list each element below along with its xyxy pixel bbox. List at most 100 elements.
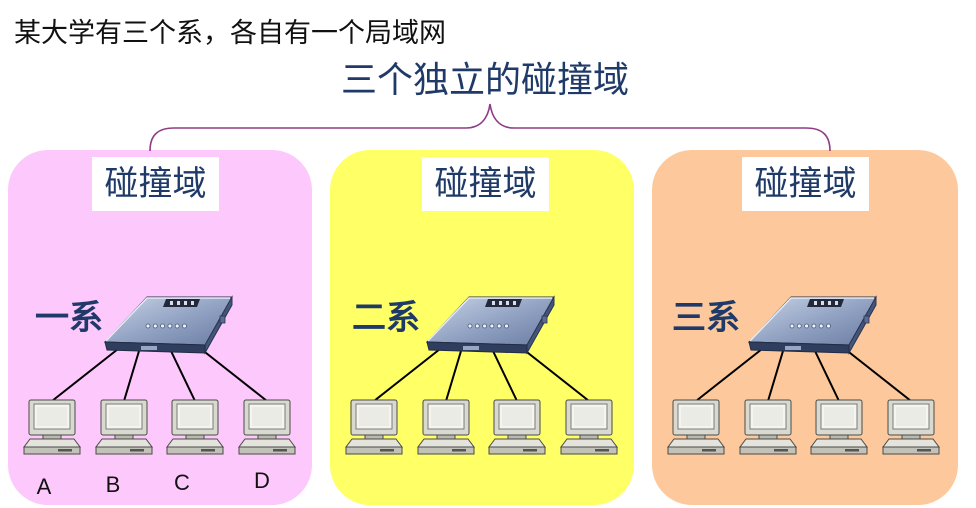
hub-display-mark [506, 301, 509, 305]
hub-port-led [789, 323, 795, 329]
link-line [51, 348, 119, 402]
link-line [123, 350, 140, 402]
lan-topology [345, 295, 618, 455]
hub-port-led [174, 323, 180, 329]
pc-stand [185, 434, 205, 440]
hub-port-led [796, 323, 802, 329]
pc-icon [560, 399, 618, 455]
pc-drive-slot [380, 449, 394, 452]
pc-screen-inner [574, 407, 604, 426]
pc-icon [810, 399, 868, 455]
hub-display-mark [814, 301, 817, 305]
hub-icon [425, 295, 555, 355]
pc-screen-inner [180, 407, 210, 426]
pc-icon [882, 399, 940, 455]
pc-stand [686, 434, 706, 440]
curly-brace [149, 103, 831, 152]
hub-edge-highlight [427, 297, 552, 342]
pc-drive-slot [917, 449, 931, 452]
pc-screen-inner [109, 407, 139, 426]
pc-stand [758, 434, 778, 440]
pc-drive-slot [845, 449, 859, 452]
hub-port-led [160, 323, 166, 329]
pc-base-front [417, 446, 475, 455]
hub-display-mark [513, 301, 516, 305]
hub-port-led [811, 323, 817, 329]
collision-domain-panel-1: 碰撞域 一系 A B C D [8, 150, 312, 505]
pc-screen-inner [681, 407, 711, 426]
pc-base-front [345, 446, 403, 455]
pc-base-top [488, 438, 546, 448]
pc-stand [257, 434, 277, 440]
hub-front-port [463, 346, 479, 350]
pc-drive-slot [523, 449, 537, 452]
hub-port-led [167, 323, 173, 329]
hub-port-led [818, 323, 824, 329]
pc-stand [42, 434, 62, 440]
lan-topology [23, 295, 296, 455]
hub-front-port [141, 346, 157, 350]
hub-display-mark [191, 301, 194, 305]
pc-stand [901, 434, 921, 440]
pc-stand [829, 434, 849, 440]
pc-base-top [23, 438, 81, 448]
pc-base-front [810, 446, 868, 455]
pc-drive-slot [452, 449, 466, 452]
hub-display-mark [499, 301, 502, 305]
host-label-d: D [254, 468, 270, 493]
pc-screen-inner [753, 407, 783, 426]
hub-port-led [152, 323, 158, 329]
pc-icon [488, 399, 546, 455]
hub-icon [747, 295, 877, 355]
hub-port-led [474, 323, 480, 329]
pc-drive-slot [130, 449, 144, 452]
collision-domain-label: 碰撞域 [422, 157, 549, 211]
pc-base-top [166, 438, 224, 448]
pc-base-front [488, 446, 546, 455]
pc-base-top [667, 438, 725, 448]
collision-domain-panel-3: 碰撞域 三系 [652, 150, 958, 505]
hub-display [485, 299, 522, 307]
link-line [695, 348, 763, 402]
pc-base-front [238, 446, 296, 455]
pc-drive-slot [595, 449, 609, 452]
link-line [170, 350, 196, 402]
link-line [814, 350, 840, 402]
pc-screen-inner [252, 407, 282, 426]
pc-stand [579, 434, 599, 440]
pc-base-front [166, 446, 224, 455]
pc-icon [739, 399, 797, 455]
pc-base-top [560, 438, 618, 448]
hub-port-led [182, 323, 187, 329]
pc-icon [23, 399, 81, 455]
pc-drive-slot [774, 449, 788, 452]
lan-topology [667, 295, 940, 455]
pc-screen-inner [431, 407, 461, 426]
hub-port-led [804, 323, 810, 329]
link-line [844, 348, 912, 402]
pc-drive-slot [702, 449, 716, 452]
pc-stand [364, 434, 384, 440]
pc-icon [345, 399, 403, 455]
pc-base-top [345, 438, 403, 448]
department-name: 二系 [352, 298, 420, 338]
department-name: 一系 [35, 298, 103, 338]
hub-port-led [504, 323, 509, 329]
pc-stand [114, 434, 134, 440]
pc-base-top [882, 438, 940, 448]
pc-icon [95, 399, 153, 455]
collision-domain-label: 碰撞域 [742, 157, 869, 211]
hub-display-mark [492, 301, 495, 305]
collision-domain-panel-2: 碰撞域 二系 [330, 150, 634, 505]
pc-screen-inner [896, 407, 926, 426]
hub-display [807, 299, 844, 307]
pc-base-front [95, 446, 153, 455]
diagram-title: 三个独立的碰撞域 [340, 60, 629, 101]
pc-drive-slot [201, 449, 215, 452]
hub-display-mark [177, 301, 180, 305]
link-line [200, 348, 268, 402]
pc-base-top [810, 438, 868, 448]
hub-port-led [482, 323, 488, 329]
pc-base-front [667, 446, 725, 455]
pc-icon [238, 399, 296, 455]
